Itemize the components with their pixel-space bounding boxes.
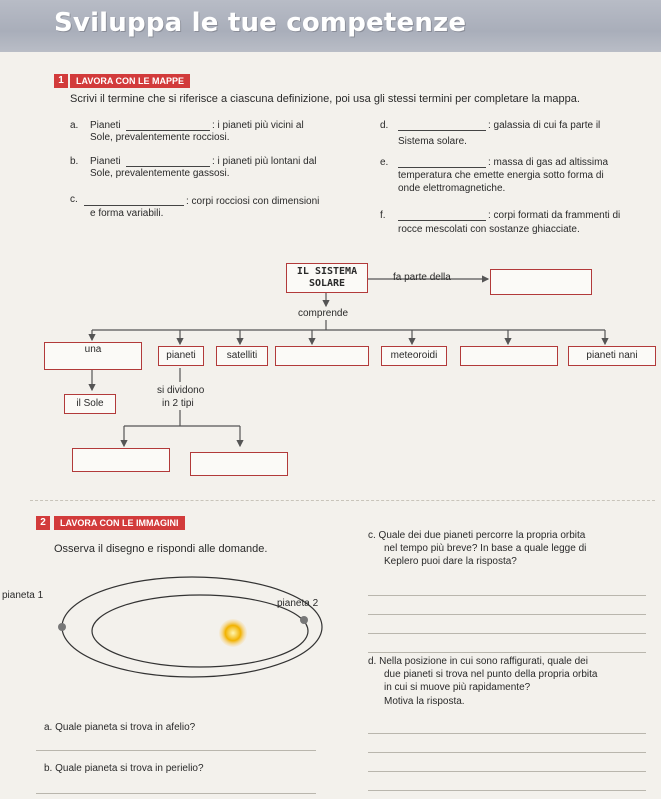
question-b: b. Quale pianeta si trova in perielio?: [44, 763, 204, 774]
section-1-instruction: Scrivi il termine che si riferisce a cia…: [70, 93, 580, 105]
map-node-pianeti-nani: pianeti nani: [568, 346, 656, 366]
question-a: a. Quale pianeta si trova in afelio?: [44, 722, 196, 733]
map-link-si-dividono: si dividono: [157, 385, 205, 396]
section-2-instruction: Osserva il disegno e rispondi alle doman…: [54, 543, 268, 555]
answer-d-line-1[interactable]: [368, 733, 646, 734]
map-node-pianeti-label: pianeti: [166, 350, 196, 361]
def-d-text-2: Sistema solare.: [398, 136, 467, 147]
map-node-solar-system-line2: SOLARE: [308, 278, 346, 289]
orbit-planet-1: [61, 576, 323, 678]
def-b-text-b: : i pianeti più lontani dal: [212, 156, 317, 167]
sun-icon: [219, 619, 247, 647]
section-2-number: 2: [36, 516, 50, 530]
def-a-text-2: Sole, prevalentemente rocciosi.: [90, 132, 230, 143]
planet-2-icon: [300, 616, 308, 624]
section-divider: [30, 500, 655, 501]
map-node-blank-2[interactable]: [460, 346, 558, 366]
section-2-label: LAVORA CON LE IMMAGINI: [54, 516, 185, 530]
def-e-text-3: onde elettromagnetiche.: [398, 183, 506, 194]
answer-d-line-3[interactable]: [368, 771, 646, 772]
map-link-comprende: comprende: [298, 308, 349, 319]
map-node-pianeti-nani-label: pianeti nani: [586, 350, 638, 361]
orbit-diagram: [58, 576, 323, 678]
answer-a-line[interactable]: [36, 750, 316, 751]
def-a-letter: a.: [70, 120, 79, 131]
header-banner: [0, 0, 661, 52]
page-title: Sviluppa le tue competenze: [54, 8, 467, 38]
section-1-number: 1: [54, 74, 68, 88]
def-d-answer-line[interactable]: [398, 130, 486, 131]
def-a-answer-line[interactable]: [126, 130, 210, 131]
question-c-line3: Keplero puoi dare la risposta?: [384, 556, 517, 567]
answer-c-line-4[interactable]: [368, 652, 646, 653]
def-e-letter: e.: [380, 157, 389, 168]
map-node-il-sole-label: il Sole: [76, 398, 104, 409]
question-c-line1: c. Quale dei due pianeti percorre la pro…: [368, 530, 586, 541]
map-node-blank-3[interactable]: [72, 448, 170, 472]
def-f-letter: f.: [380, 210, 386, 221]
question-c-line2: nel tempo più breve? In base a quale leg…: [384, 543, 587, 554]
answer-b-line[interactable]: [36, 793, 316, 794]
def-b-letter: b.: [70, 156, 79, 167]
answer-c-line-3[interactable]: [368, 633, 646, 634]
def-c-text-b: : corpi rocciosi con dimensioni: [186, 196, 320, 207]
map-node-satelliti: satelliti: [216, 346, 268, 366]
section-1-label: LAVORA CON LE MAPPE: [70, 74, 191, 88]
map-node-una[interactable]: una: [44, 342, 142, 370]
map-node-una-label: una: [84, 344, 102, 355]
question-d-line3: in cui si muove più rapidamente?: [384, 682, 531, 693]
def-e-answer-line[interactable]: [398, 167, 486, 168]
map-node-blank-4[interactable]: [190, 452, 288, 476]
answer-d-line-4[interactable]: [368, 790, 646, 791]
map-node-galaxy-blank[interactable]: [490, 269, 592, 295]
def-d-text-b: : galassia di cui fa parte il: [488, 120, 601, 131]
planet-1-label: pianeta 1: [2, 590, 44, 601]
map-node-meteoroidi-label: meteoroidi: [390, 350, 438, 361]
question-d-line2: due pianeti si trova nel punto della pro…: [384, 669, 598, 680]
def-f-answer-line[interactable]: [398, 220, 486, 221]
def-a-text: Pianeti: [90, 120, 121, 131]
answer-c-line-1[interactable]: [368, 595, 646, 596]
map-link-in-2-tipi: in 2 tipi: [162, 398, 194, 409]
map-node-pianeti: pianeti: [158, 346, 204, 366]
answer-d-line-2[interactable]: [368, 752, 646, 753]
def-a-text-b: : i pianeti più vicini al: [212, 120, 304, 131]
question-d-line4: Motiva la risposta.: [384, 696, 465, 707]
def-b-text: Pianeti: [90, 156, 121, 167]
planet-2-label: pianeta 2: [277, 598, 319, 609]
question-d-line1: d. Nella posizione in cui sono raffigura…: [368, 656, 588, 667]
answer-c-line-2[interactable]: [368, 614, 646, 615]
map-node-satelliti-label: satelliti: [226, 350, 258, 361]
map-node-solar-system-line1: IL SISTEMA: [296, 266, 358, 277]
def-b-answer-line[interactable]: [126, 166, 210, 167]
def-c-letter: c.: [70, 194, 78, 205]
map-node-il-sole: il Sole: [64, 394, 116, 414]
map-node-meteoroidi: meteoroidi: [381, 346, 447, 366]
def-c-answer-line[interactable]: [84, 205, 184, 206]
map-node-solar-system: IL SISTEMA SOLARE: [286, 263, 368, 293]
def-d-letter: d.: [380, 120, 389, 131]
def-e-text-b: : massa di gas ad altissima: [488, 157, 609, 168]
orbit-planet-2: [91, 594, 309, 668]
map-link-fa-parte: fa parte della: [393, 272, 451, 283]
def-c-text-2: e forma variabili.: [90, 208, 164, 219]
def-e-text-2: temperatura che emette energia sotto for…: [398, 170, 604, 181]
def-f-text-b: : corpi formati da frammenti di: [488, 210, 621, 221]
def-f-text-2: rocce mescolati con sostanze ghiacciate.: [398, 224, 580, 235]
map-node-blank-1[interactable]: [275, 346, 369, 366]
def-b-text-2: Sole, prevalentemente gassosi.: [90, 168, 230, 179]
planet-1-icon: [58, 623, 66, 631]
